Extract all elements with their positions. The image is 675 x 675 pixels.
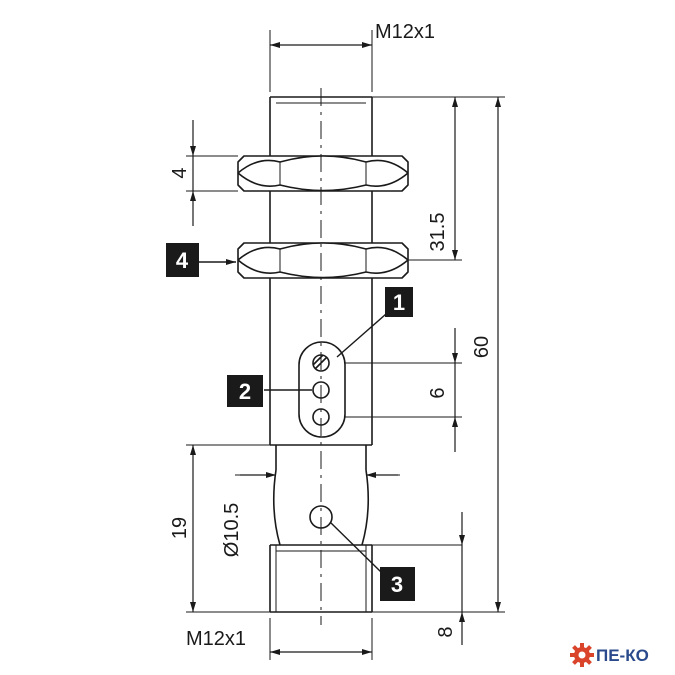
- dim-31-5-label: 31.5: [427, 213, 449, 252]
- dim-lower-length-label: 19: [169, 517, 191, 539]
- dim-thread-bottom-label: M12x1: [186, 628, 246, 650]
- leader-3: [329, 521, 382, 573]
- dim-nut-thickness-label: 4: [169, 167, 191, 178]
- callout-2-label: 2: [239, 379, 251, 404]
- callout-2: 2: [227, 375, 263, 407]
- hex-nut-upper: [237, 155, 409, 192]
- dim-total-length-label: 60: [471, 336, 493, 358]
- callout-3-label: 3: [391, 572, 403, 597]
- dimension-lines: [190, 42, 501, 655]
- dim-bottom-thread-length-label: 8: [435, 626, 457, 637]
- callout-1: 1: [385, 287, 413, 317]
- callout-4: 4: [166, 243, 199, 277]
- callout-4-label: 4: [176, 248, 189, 273]
- dim-diameter-label: Ø10.5: [221, 503, 243, 557]
- callout-1-label: 1: [393, 290, 405, 315]
- leader-lines: [199, 259, 387, 573]
- gear-icon: [570, 643, 594, 667]
- callout-3: 3: [380, 567, 415, 601]
- leader-1: [336, 313, 387, 358]
- logo-text: ПЕ-КО: [596, 646, 649, 665]
- extension-lines: [186, 30, 505, 660]
- dim-thread-top-label: M12x1: [375, 21, 435, 43]
- company-logo: ПЕ-КО: [570, 643, 649, 667]
- dim-led-spacing-label: 6: [427, 387, 449, 398]
- hex-nut-lower: [237, 242, 409, 279]
